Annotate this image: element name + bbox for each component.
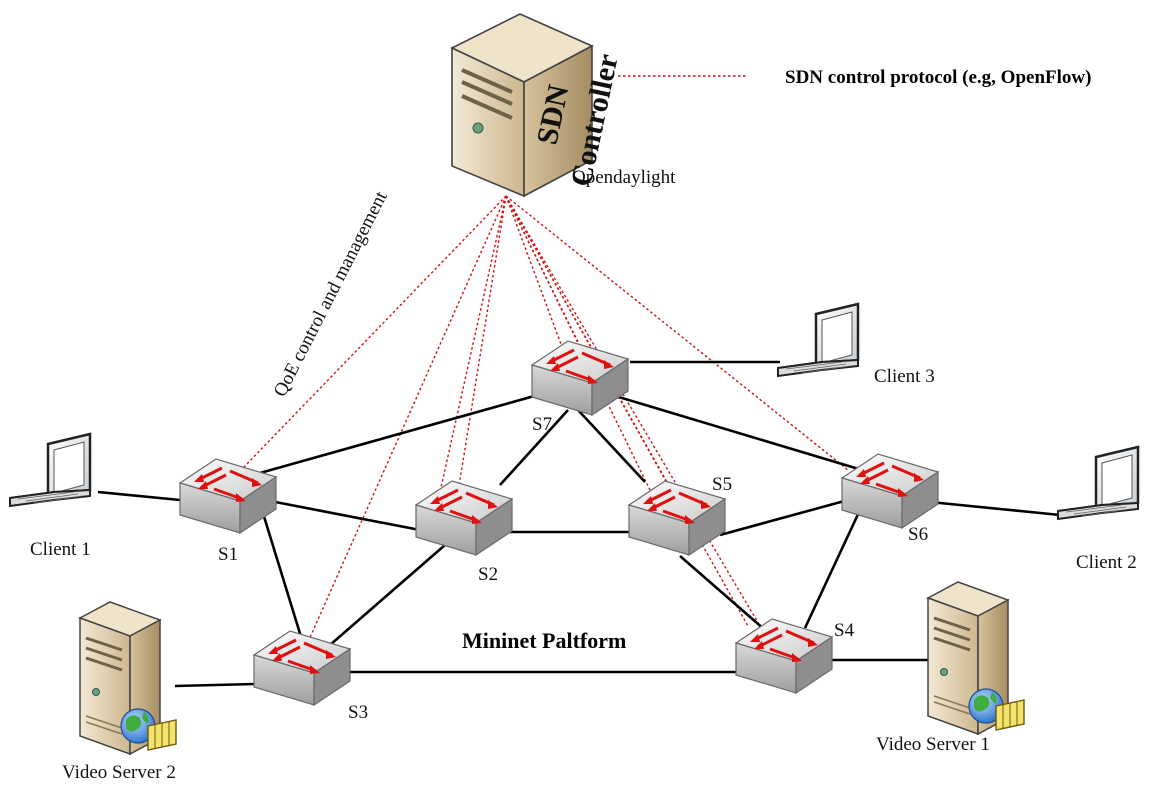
control-link-s4a bbox=[505, 195, 749, 627]
link-s1-s2 bbox=[264, 498, 421, 532]
switch-s3[interactable] bbox=[252, 629, 352, 707]
client-1[interactable] bbox=[8, 432, 92, 508]
link-s2-s3 bbox=[329, 544, 446, 646]
switch-s2[interactable] bbox=[414, 479, 514, 557]
link-s6-client2 bbox=[929, 500, 1061, 517]
switch-s1-label: S1 bbox=[218, 544, 238, 565]
link-s1-s7 bbox=[259, 391, 546, 475]
link-s6-s4 bbox=[803, 509, 862, 629]
client-2-label: Client 2 bbox=[1076, 552, 1137, 573]
control-link-s7a bbox=[505, 195, 566, 356]
client-3-label: Client 3 bbox=[874, 366, 935, 387]
controller-name: Opendaylight bbox=[572, 167, 676, 188]
video-server-1[interactable] bbox=[926, 580, 1026, 736]
video-server-2[interactable] bbox=[78, 600, 178, 756]
switch-s7-label: S7 bbox=[532, 414, 552, 435]
control-link-s2a bbox=[439, 195, 507, 493]
link-server2-s3 bbox=[174, 682, 256, 688]
control-link-s5a bbox=[505, 195, 651, 491]
power-led-icon bbox=[472, 122, 484, 134]
data-links bbox=[97, 360, 1061, 688]
client-3[interactable] bbox=[776, 302, 860, 378]
link-s5-s6 bbox=[719, 498, 849, 537]
link-client1-s1 bbox=[97, 490, 181, 502]
control-link-s4b bbox=[505, 195, 761, 627]
control-links bbox=[242, 195, 849, 661]
legend: SDN control protocol (e.g, OpenFlow) bbox=[618, 67, 1091, 88]
client-1-label: Client 1 bbox=[30, 539, 91, 560]
switch-s6-label: S6 bbox=[908, 524, 928, 545]
switch-s3-label: S3 bbox=[348, 702, 368, 723]
platform-label: Mininet Paltform bbox=[462, 628, 626, 653]
control-link-s6 bbox=[505, 195, 849, 471]
switch-s1[interactable] bbox=[178, 457, 278, 535]
switch-s5[interactable] bbox=[627, 479, 727, 557]
qoe-label: QoE control and management bbox=[270, 187, 392, 400]
sdn-controller[interactable]: SDN Controller bbox=[450, 13, 625, 198]
link-s1-s3 bbox=[260, 509, 304, 641]
link-s5-s4 bbox=[679, 555, 766, 631]
link-s7-s5 bbox=[577, 409, 646, 483]
legend-text: SDN control protocol (e.g, OpenFlow) bbox=[785, 67, 1091, 88]
switch-s4[interactable] bbox=[734, 617, 834, 695]
control-link-s1 bbox=[242, 195, 507, 469]
control-link-s2b bbox=[457, 195, 507, 493]
client-2[interactable] bbox=[1056, 445, 1140, 521]
control-link-s3 bbox=[299, 195, 507, 661]
switch-s7[interactable] bbox=[530, 339, 630, 417]
video-server-1-label: Video Server 1 bbox=[876, 734, 990, 755]
switch-s5-label: S5 bbox=[712, 474, 732, 495]
link-s7-s2 bbox=[499, 409, 569, 486]
switch-s2-label: S2 bbox=[478, 564, 498, 585]
switch-s4-label: S4 bbox=[834, 620, 855, 641]
link-s7-s6 bbox=[611, 393, 863, 472]
video-server-2-label: Video Server 2 bbox=[62, 762, 176, 783]
